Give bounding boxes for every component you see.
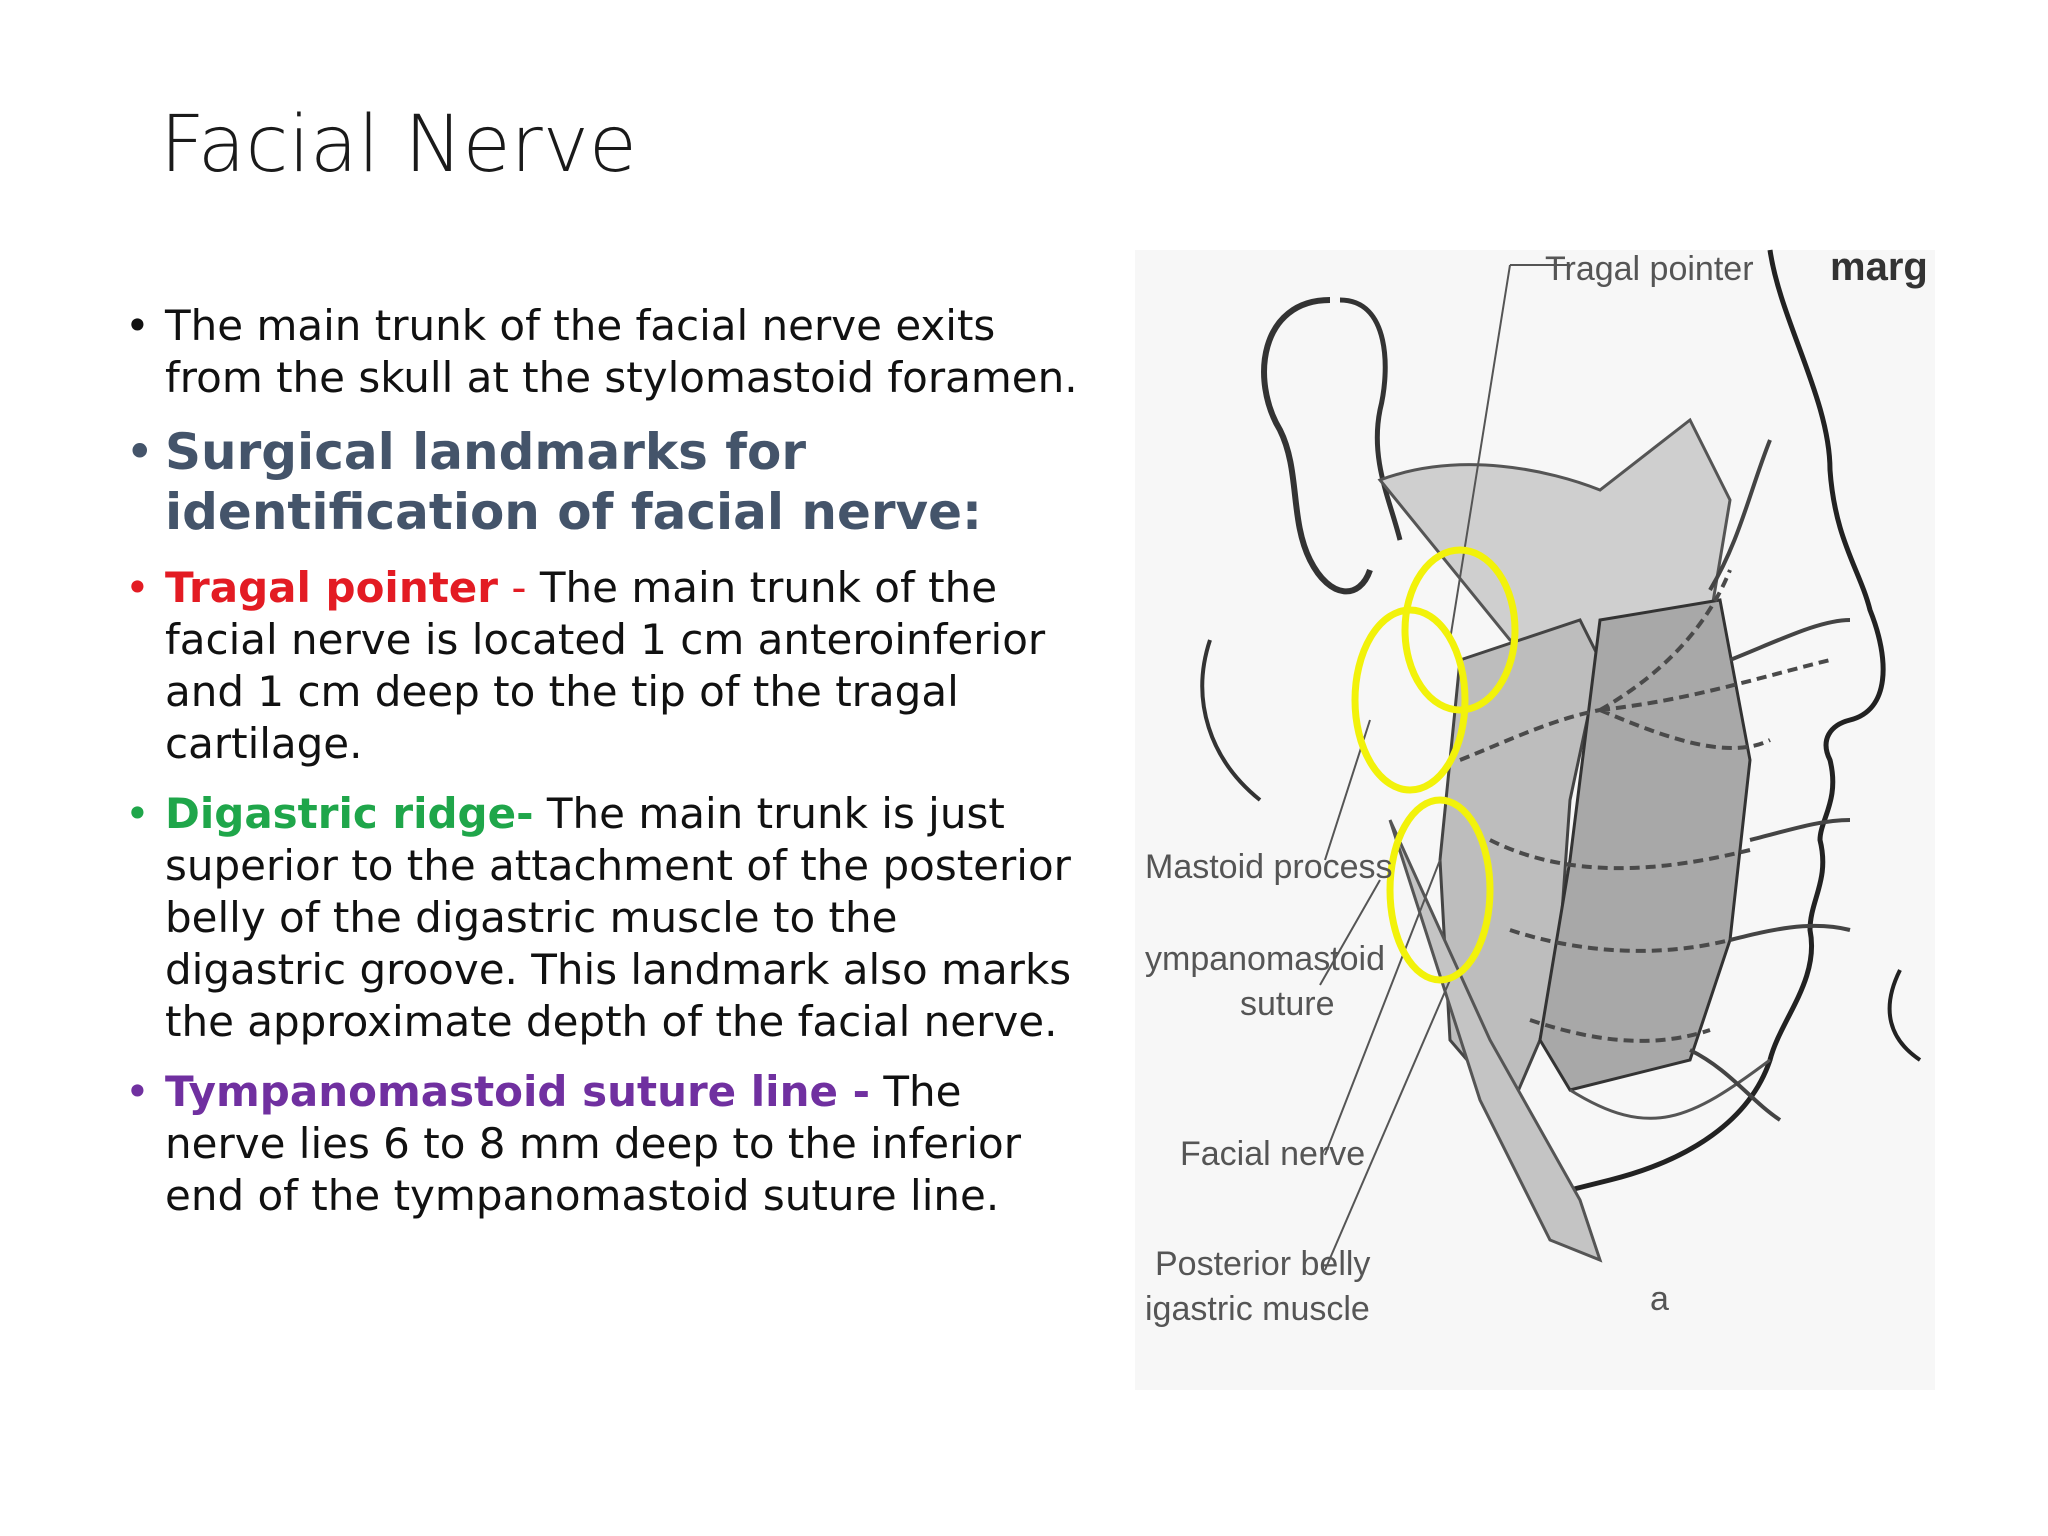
posterior-belly-digastric <box>1388 819 1603 1263</box>
bullet-tragal-pointer: • Tragal pointer - The main trunk of the… <box>125 562 1085 770</box>
ear-outline <box>1261 297 1373 595</box>
digastric-ridge-highlight <box>1386 796 1494 984</box>
slide-title: Facial Nerve <box>160 100 637 190</box>
bullet-landmarks-heading: • Surgical landmarks for identification … <box>125 422 1085 542</box>
facial-nerve-branches <box>1459 569 1831 1043</box>
tragal-pointer-highlight <box>1401 546 1519 714</box>
anatomy-drawing: Tragal pointer marg Mastoid process ympa… <box>1135 245 1935 1390</box>
peripheral-branches <box>1689 439 1851 1122</box>
shoulder-outline <box>1887 969 1922 1062</box>
label-posterior-belly-1: Posterior belly <box>1155 1245 1370 1283</box>
label-tragal-pointer: Tragal pointer <box>1545 250 1754 288</box>
label-mastoid-process: Mastoid process <box>1145 848 1393 886</box>
digastric-ridge-text: The main trunk is just superior to the a… <box>165 789 1072 1046</box>
facial-nerve-illustration: Tragal pointer marg Mastoid process ympa… <box>1130 240 1950 1410</box>
label-tympanomastoid-1: ympanomastoid <box>1145 940 1385 978</box>
bullet-list: • The main trunk of the facial nerve exi… <box>125 300 1085 1240</box>
bullet-dot: • <box>125 301 150 350</box>
mandible-edge <box>1569 1058 1771 1120</box>
neck-back-outline <box>1200 639 1262 802</box>
bullet-digastric-ridge: • Digastric ridge- The main trunk is jus… <box>125 788 1085 1048</box>
label-tympanomastoid-2: suture <box>1240 985 1335 1023</box>
bullet-dot: • <box>125 423 155 481</box>
label-posterior-belly-2: igastric muscle <box>1145 1290 1370 1328</box>
label-facial-nerve: Facial nerve <box>1180 1135 1365 1173</box>
face-profile-outline <box>1569 249 1886 1193</box>
ear-inner-outline <box>1339 297 1403 541</box>
bullet-dot: • <box>125 1067 150 1116</box>
heading-text: Surgical landmarks for identification of… <box>165 423 983 541</box>
tragal-pointer-term: Tragal pointer <box>165 563 499 612</box>
tragal-pointer-text: The main trunk of the facial nerve is lo… <box>165 563 1046 768</box>
zygomatic-region <box>1377 417 1732 662</box>
digastric-leader <box>1324 979 1451 1271</box>
facial-nerve-leader <box>1324 859 1441 1156</box>
bullet-dot: • <box>125 563 150 612</box>
bullet-text: The main trunk of the facial nerve exits… <box>165 301 1078 402</box>
tragal-pointer-separator: - <box>498 563 540 612</box>
bullet-dot: • <box>125 789 150 838</box>
label-margin-fragment: marg <box>1830 245 1928 289</box>
bullet-tympanomastoid: • Tympanomastoid suture line - The nerve… <box>125 1066 1085 1222</box>
tympanomastoid-highlight <box>1351 606 1469 794</box>
tympanomastoid-term: Tympanomastoid suture line - <box>165 1067 871 1116</box>
tympanomastoid-text: The nerve lies 6 to 8 mm deep to the inf… <box>165 1067 1021 1220</box>
tympanomastoid-leader <box>1319 879 1381 986</box>
masseter-muscle <box>1538 598 1752 1092</box>
label-figure-letter: a <box>1650 1280 1669 1318</box>
digastric-ridge-term: Digastric ridge- <box>165 789 534 838</box>
bullet-stylomastoid: • The main trunk of the facial nerve exi… <box>125 300 1085 404</box>
tragal-leader <box>1449 264 1511 641</box>
